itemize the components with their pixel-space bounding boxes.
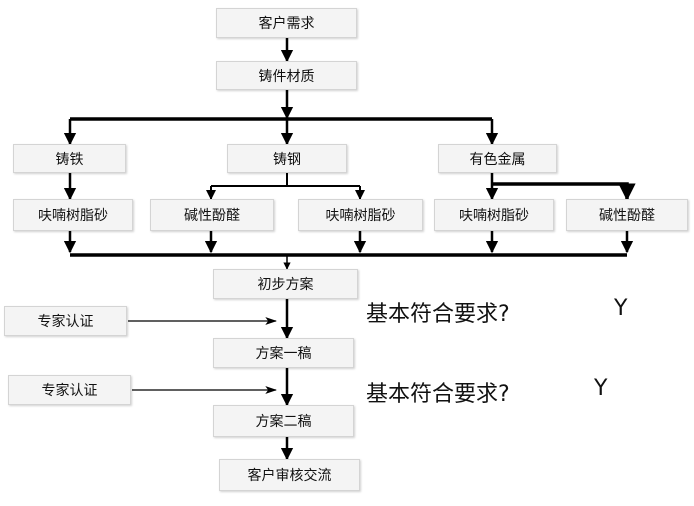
node-cast-iron: 铸铁 (13, 144, 126, 173)
check-answer-2: Y (594, 376, 608, 401)
check-question-2: 基本符合要求? (366, 382, 510, 407)
node-alkaline-phenolic-1: 碱性酚醛 (150, 199, 274, 231)
node-cast-steel: 铸钢 (227, 144, 347, 173)
node-customer-demand: 客户需求 (216, 8, 357, 38)
node-expert-cert-2: 专家认证 (8, 375, 131, 405)
node-plan-draft-2: 方案二稿 (213, 405, 354, 437)
node-furan-resin-sand-1: 呋喃树脂砂 (13, 199, 133, 231)
node-alkaline-phenolic-2: 碱性酚醛 (566, 199, 688, 231)
node-expert-cert-1: 专家认证 (4, 306, 127, 336)
node-casting-material: 铸件材质 (216, 61, 357, 90)
node-customer-review: 客户审核交流 (219, 459, 360, 491)
check-answer-1: Y (614, 296, 628, 321)
node-furan-resin-sand-2: 呋喃树脂砂 (298, 199, 423, 231)
node-preliminary-plan: 初步方案 (213, 269, 358, 299)
node-plan-draft-1: 方案一稿 (213, 338, 354, 368)
node-nonferrous-metal: 有色金属 (438, 144, 557, 173)
node-furan-resin-sand-3: 呋喃树脂砂 (434, 199, 554, 231)
arrow-nonferrous-to-phenolic (492, 182, 636, 201)
check-question-1: 基本符合要求? (366, 302, 510, 327)
